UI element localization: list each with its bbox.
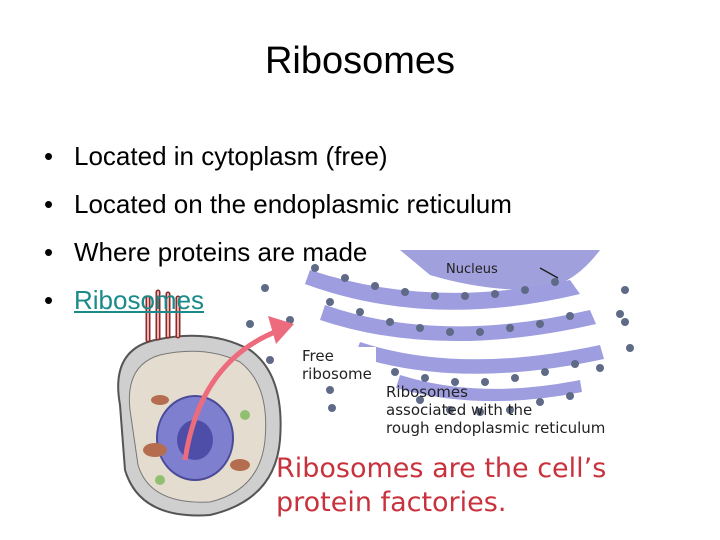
er-membrane [320,305,596,342]
caption-line: protein factories. [276,487,507,518]
ribosome-illustration [117,250,634,517]
free-ribosome-label: Free ribosome [302,347,376,383]
free-ribosome-label-line: Free [302,347,334,365]
nucleus-region [400,250,600,290]
ribosomes-link[interactable]: Ribosomes [74,285,205,315]
cell-drawing [117,289,282,517]
bullet-text: Located in cytoplasm (free) [74,141,388,171]
bullet-text: Where proteins are made [74,237,368,267]
free-ribosome-dots [246,284,629,412]
caption-line: Ribosomes are the cell’s [276,453,607,484]
nucleus-label: Nucleus [446,262,498,277]
bullet-text: Located on the endoplasmic reticulum [74,189,512,219]
rer-ribosome-label: Ribosomes associated with the rough endo… [386,383,605,437]
slide-title: Ribosomes [264,40,456,82]
bullet-item: • Located on the endoplasmic reticulum [44,180,512,228]
zoom-arrow [182,327,281,461]
bullet-item: • Ribosomes [44,276,512,324]
free-ribosome-label-line: ribosome [302,365,372,383]
bullet-dot: • [44,189,54,219]
ribosome-dots [311,264,634,416]
rer-label-line: rough endoplasmic reticulum [386,419,606,437]
er-membrane [396,375,582,402]
nucleus-leader [539,267,559,279]
bullet-dot: • [44,237,54,267]
rer-label-line: Ribosomes [386,383,468,401]
bullet-dot: • [44,285,54,315]
bullet-item: • Where proteins are made [44,228,512,276]
bullet-list: • Located in cytoplasm (free) • Located on… [44,132,512,324]
er-membrane [355,342,604,374]
rer-label-line: associated with the [386,401,533,419]
bullet-dot: • [44,141,54,171]
protein-factory-caption: Ribosomes are the cell’s protein factori… [276,452,606,520]
zoom-arrow-head [268,316,294,344]
bullet-item: • Located in cytoplasm (free) [44,132,512,180]
er-membrane [305,270,580,310]
